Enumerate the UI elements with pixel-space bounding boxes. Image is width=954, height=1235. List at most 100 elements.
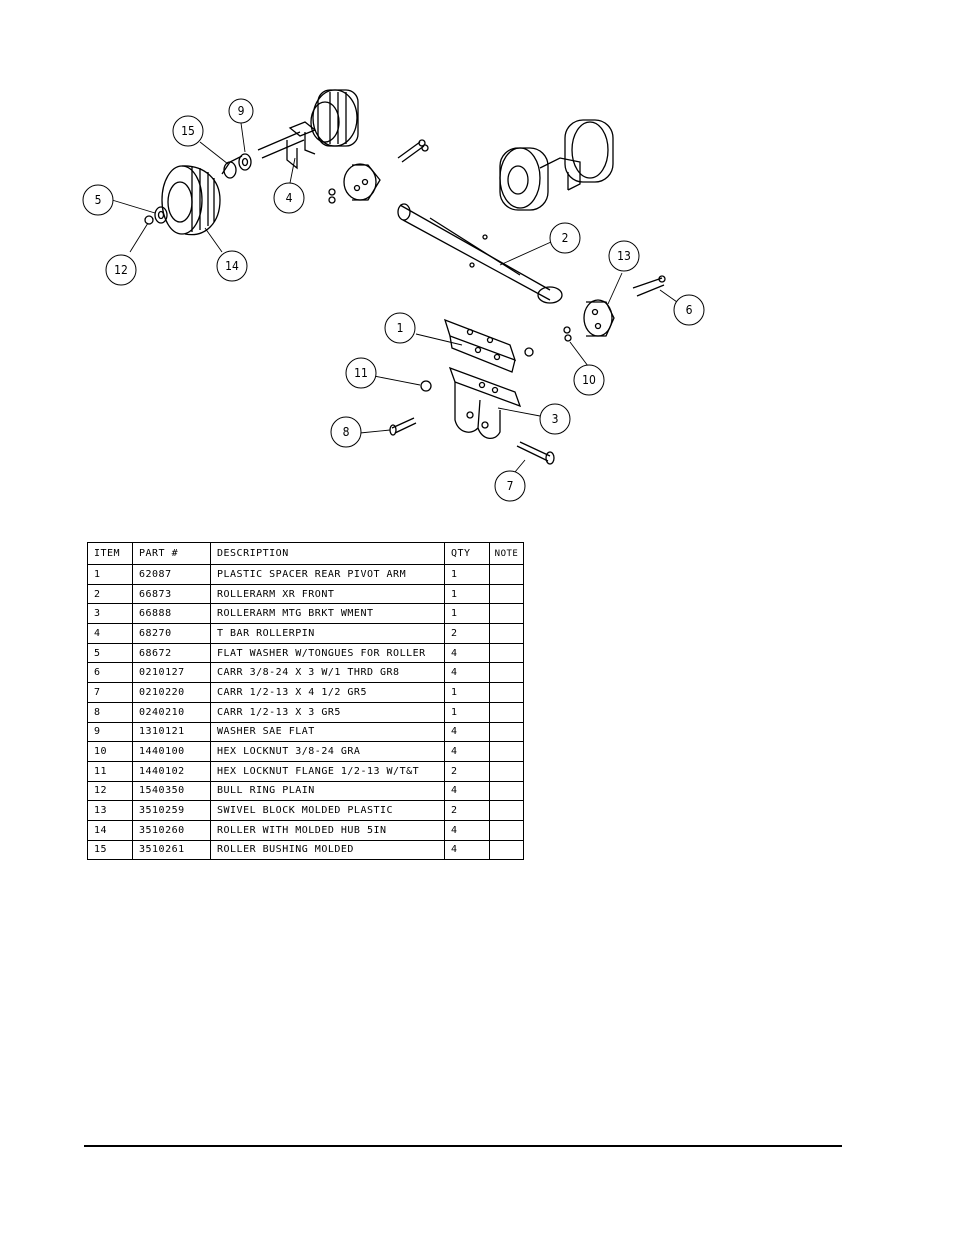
cell-qty: 4 <box>444 780 490 802</box>
cell-description: ROLLER BUSHING MOLDED <box>210 839 445 861</box>
cell-description: CARR 3/8-24 X 3 W/1 THRD GR8 <box>210 662 445 684</box>
cell-note <box>489 780 524 802</box>
cell-item: 1 <box>87 564 133 585</box>
callout-10: 10 <box>582 373 596 387</box>
carriage-bolts-6 <box>632 275 666 297</box>
locknut-11 <box>420 380 432 392</box>
cell-part-number: 1540350 <box>132 780 211 802</box>
cell-part-number: 66873 <box>132 583 211 605</box>
cell-item: 15 <box>87 839 133 861</box>
cell-part-number: 68672 <box>132 642 211 664</box>
cell-note <box>489 662 524 684</box>
cell-part-number: 3510260 <box>132 819 211 841</box>
cell-qty: 4 <box>444 839 490 861</box>
cell-qty: 1 <box>444 564 490 585</box>
exploded-parts-diagram: 9 15 5 4 12 14 2 13 6 1 10 11 3 8 7 <box>82 89 705 502</box>
callout-6: 6 <box>686 303 693 317</box>
callout-7: 7 <box>507 479 514 493</box>
roller-upper-left <box>310 89 359 147</box>
cell-qty: 4 <box>444 819 490 841</box>
cell-item: 14 <box>87 819 133 841</box>
cell-note <box>489 819 524 841</box>
rollerpin <box>257 121 317 170</box>
swivel-block-13 <box>583 299 615 337</box>
cell-item: 13 <box>87 800 133 821</box>
callout-3: 3 <box>552 412 559 426</box>
cell-item: 2 <box>87 583 133 605</box>
callout-14: 14 <box>225 259 239 273</box>
cell-item: 12 <box>87 780 133 802</box>
cell-qty: 2 <box>444 800 490 821</box>
cell-qty: 1 <box>444 701 490 723</box>
cell-part-number: 62087 <box>132 564 211 585</box>
cell-item: 6 <box>87 662 133 684</box>
cell-part-number: 1440100 <box>132 741 211 762</box>
cell-qty: 4 <box>444 642 490 664</box>
cell-item: 7 <box>87 682 133 703</box>
cell-note <box>489 839 524 861</box>
cell-note <box>489 760 524 782</box>
roller-14 <box>161 165 221 236</box>
table-header-row: ITEM PART # DESCRIPTION QTY NOTE <box>87 542 524 565</box>
cell-description: BULL RING PLAIN <box>210 780 445 802</box>
cell-description: ROLLERARM MTG BRKT WMENT <box>210 603 445 625</box>
cell-item: 4 <box>87 623 133 644</box>
locknuts-10 <box>563 326 572 342</box>
cell-part-number: 1440102 <box>132 760 211 782</box>
cell-part-number: 3510261 <box>132 839 211 861</box>
callout-4: 4 <box>286 191 293 205</box>
cell-qty: 1 <box>444 583 490 605</box>
washer-9 <box>238 153 252 171</box>
cell-note <box>489 682 524 703</box>
cell-description: PLASTIC SPACER REAR PIVOT ARM <box>210 564 445 585</box>
carriage-bolt-7 <box>516 441 555 465</box>
cell-part-number: 0240210 <box>132 701 211 723</box>
leader-lines <box>111 122 678 479</box>
cell-description: ROLLER WITH MOLDED HUB 5IN <box>210 819 445 841</box>
cell-qty: 1 <box>444 603 490 625</box>
spacer-1 <box>443 318 517 373</box>
cell-note <box>489 741 524 762</box>
cell-note <box>489 721 524 743</box>
cell-description: T BAR ROLLERPIN <box>210 623 445 644</box>
cell-qty: 2 <box>444 760 490 782</box>
header-item: ITEM <box>87 542 133 565</box>
cell-description: ROLLERARM XR FRONT <box>210 583 445 605</box>
bracket-3 <box>448 366 522 439</box>
callout-13: 13 <box>617 249 631 263</box>
cell-note <box>489 583 524 605</box>
header-qty: QTY <box>444 542 490 565</box>
footer-rule <box>84 1145 842 1147</box>
cell-item: 9 <box>87 721 133 743</box>
cell-description: CARR 1/2-13 X 3 GR5 <box>210 701 445 723</box>
cell-item: 5 <box>87 642 133 664</box>
callout-12: 12 <box>114 263 128 277</box>
swivel-block-upper <box>343 163 381 201</box>
cell-item: 10 <box>87 741 133 762</box>
rollerarm-2 <box>397 203 563 304</box>
cell-part-number: 0210220 <box>132 682 211 703</box>
cell-qty: 4 <box>444 741 490 762</box>
cell-part-number: 66888 <box>132 603 211 625</box>
washer-5 <box>154 206 168 224</box>
cell-part-number: 1310121 <box>132 721 211 743</box>
cell-description: FLAT WASHER W/TONGUES FOR ROLLER <box>210 642 445 664</box>
cell-note <box>489 642 524 664</box>
header-description: DESCRIPTION <box>210 542 445 565</box>
cell-qty: 2 <box>444 623 490 644</box>
callout-15: 15 <box>181 124 195 138</box>
cell-item: 11 <box>87 760 133 782</box>
